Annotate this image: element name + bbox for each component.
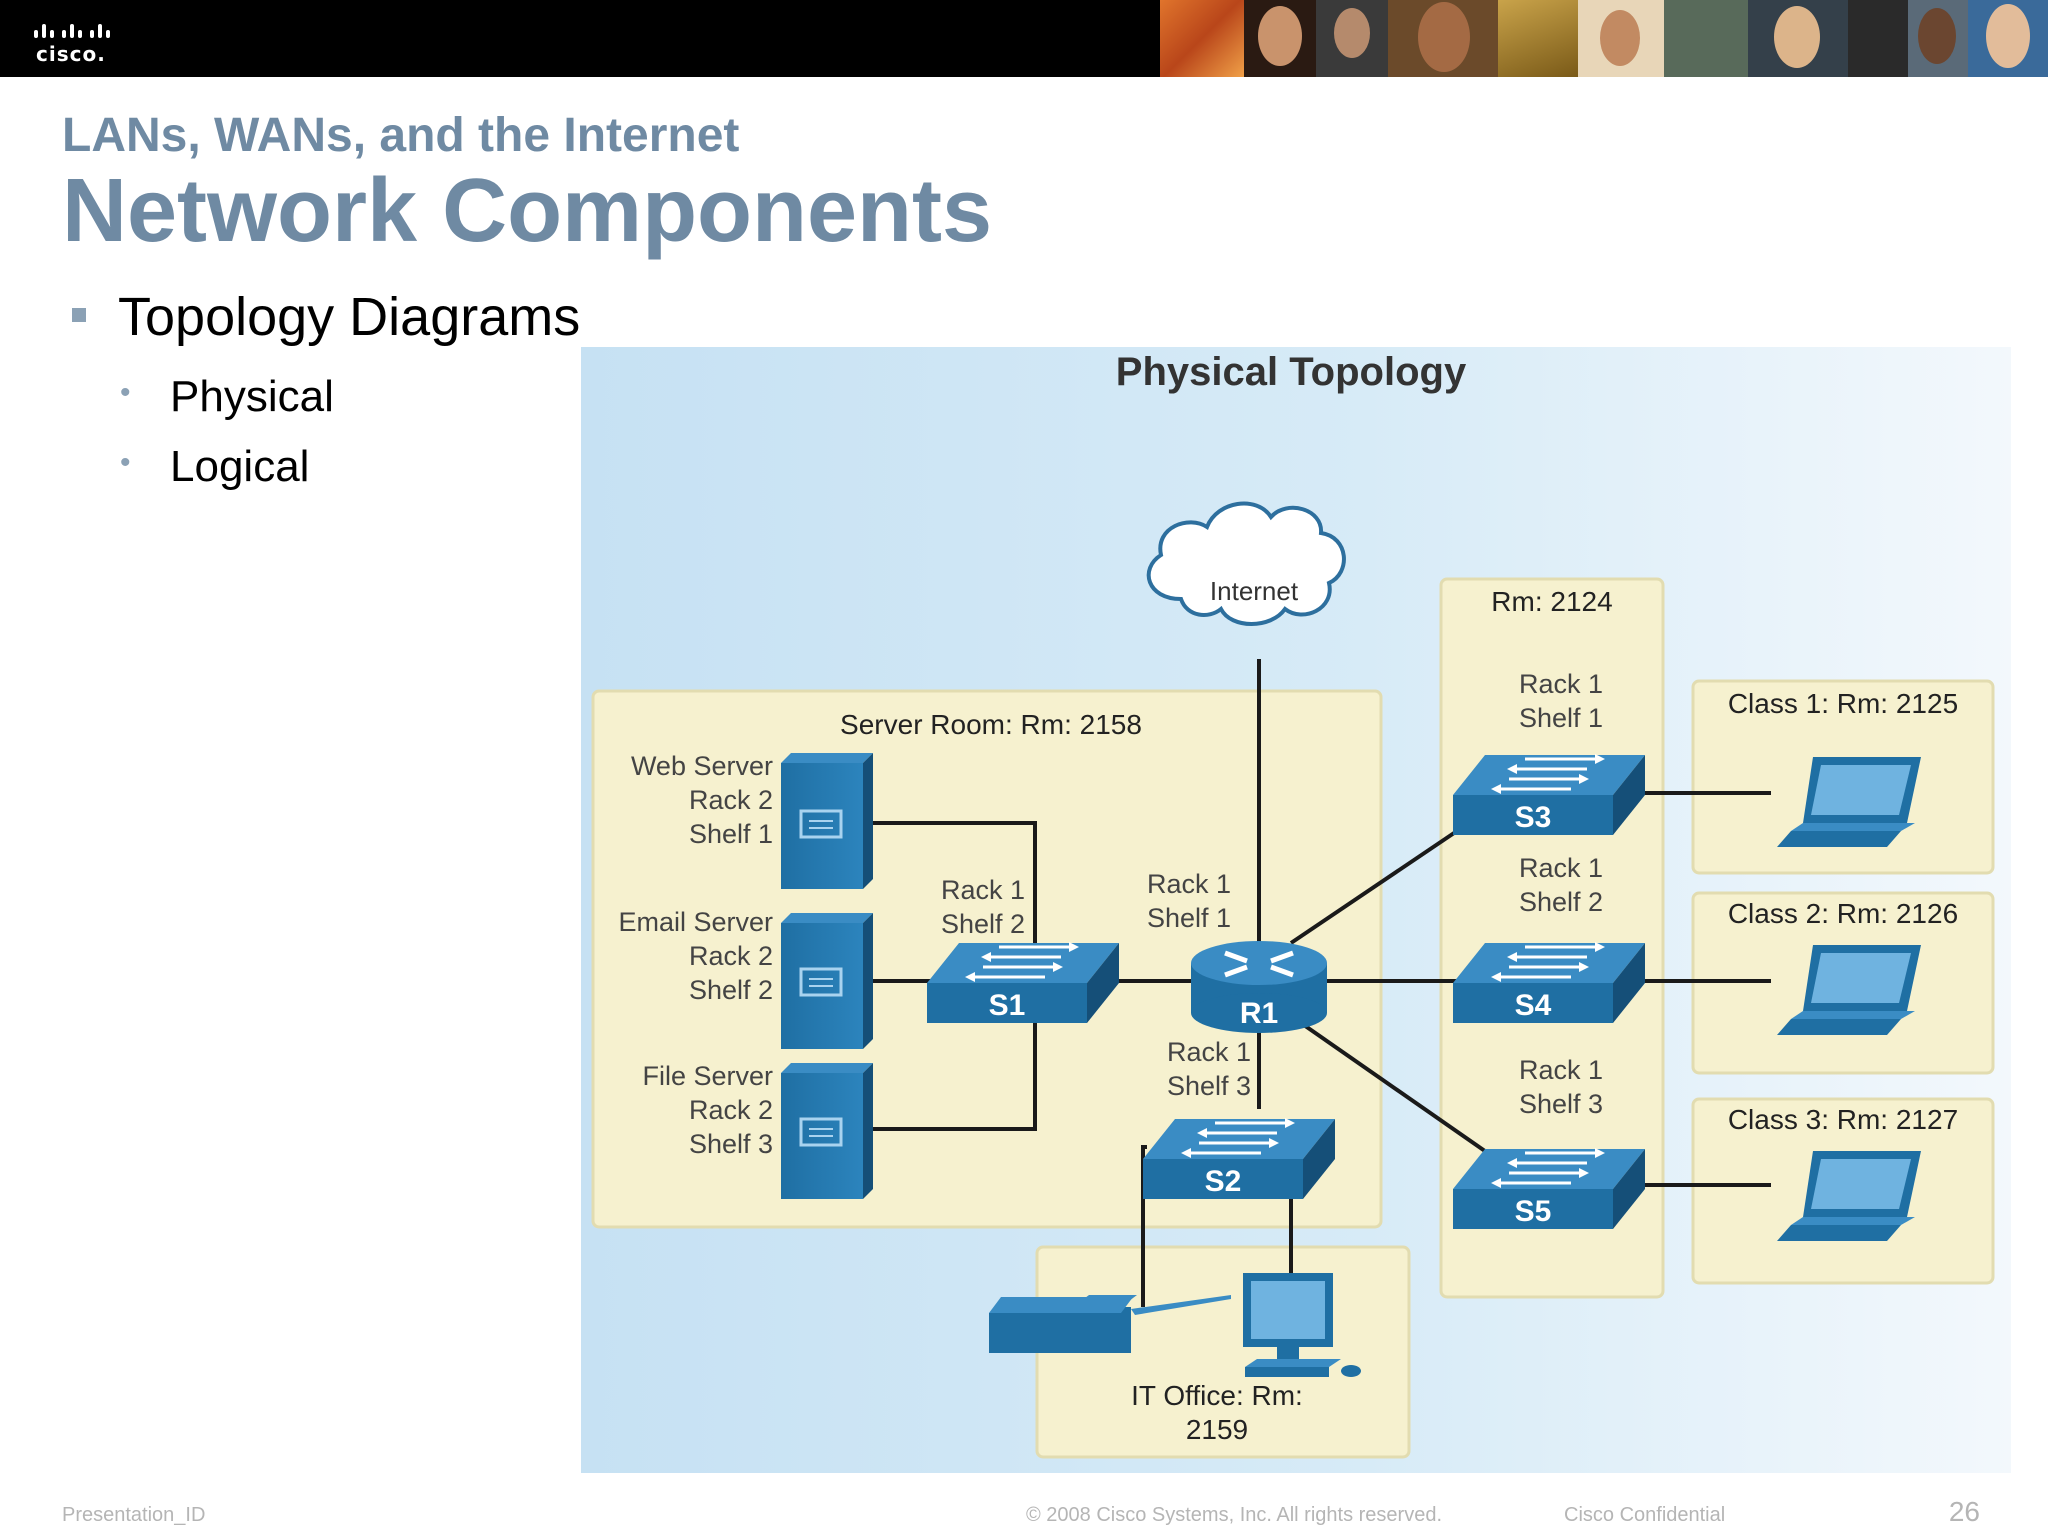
switch-s5-icon: S5: [1453, 1148, 1645, 1229]
laptop-class2-icon: [1777, 945, 1921, 1035]
switch-s3-icon: S3: [1453, 754, 1645, 835]
it-office-label-line1: IT Office: Rm:: [1131, 1380, 1303, 1411]
rm-2124-label: Rm: 2124: [1491, 586, 1612, 617]
s1-label: S1: [989, 989, 1026, 1022]
photo-tile: [1160, 0, 1244, 77]
desktop-computer-icon: [1243, 1273, 1361, 1377]
web-server-shelf: Shelf 1: [689, 819, 773, 849]
laptop-class1-icon: [1777, 757, 1921, 847]
switch-s4-icon: S4: [1453, 942, 1645, 1023]
s5-rack-label: Rack 1: [1519, 1055, 1603, 1085]
header-banner: cisco.: [0, 0, 2048, 77]
s4-shelf-label: Shelf 2: [1519, 887, 1603, 917]
email-server-rack: Rack 2: [689, 941, 773, 971]
photo-tile: [1908, 0, 1968, 77]
cloud-label: Internet: [1210, 576, 1299, 606]
physical-topology-diagram: Physical Topology Internet Server Room: …: [581, 347, 2011, 1473]
s2-shelf-label: Shelf 3: [1167, 1071, 1251, 1101]
photo-tile: [1664, 0, 1748, 77]
it-office-label-line2: 2159: [1186, 1414, 1248, 1445]
file-server-shelf: Shelf 3: [689, 1129, 773, 1159]
page-number: 26: [1948, 1496, 1980, 1527]
file-server-rack: Rack 2: [689, 1095, 773, 1125]
email-server-label: Email Server: [618, 907, 773, 937]
web-server-label: Web Server: [631, 751, 773, 781]
switch-s1-icon: S1: [927, 942, 1119, 1023]
web-server-icon: [781, 753, 873, 889]
photo-tile: [1244, 0, 1316, 77]
s4-rack-label: Rack 1: [1519, 853, 1603, 883]
diagram-title: Physical Topology: [1116, 350, 1467, 394]
class-2-label: Class 2: Rm: 2126: [1728, 898, 1958, 929]
email-server-shelf: Shelf 2: [689, 975, 773, 1005]
photo-tile: [1578, 0, 1664, 77]
switch-s2-icon: S2: [1143, 1118, 1335, 1199]
network-links: [873, 659, 1771, 1307]
laptop-class3-icon: [1777, 1151, 1921, 1241]
internet-cloud-icon: Internet: [1146, 501, 1346, 626]
sub-bullet-logical: Logical: [170, 442, 310, 491]
footer-confidential: Cisco Confidential: [1564, 1504, 1726, 1526]
bullet-dot-icon: •: [120, 446, 131, 479]
r1-label: R1: [1240, 997, 1278, 1030]
email-server-icon: [781, 913, 873, 1049]
server-room-label: Server Room: Rm: 2158: [840, 709, 1142, 740]
printer-icon: [989, 1295, 1231, 1353]
s1-rack-label: Rack 1: [941, 875, 1025, 905]
class-1-label: Class 1: Rm: 2125: [1728, 688, 1958, 719]
r1-shelf-label: Shelf 1: [1147, 903, 1231, 933]
slide-subtitle: LANs, WANs, and the Internet: [62, 109, 740, 162]
s3-rack-label: Rack 1: [1519, 669, 1603, 699]
s5-label: S5: [1515, 1195, 1552, 1228]
cisco-wordmark: cisco.: [36, 42, 106, 66]
s3-shelf-label: Shelf 1: [1519, 703, 1603, 733]
s2-rack-label: Rack 1: [1167, 1037, 1251, 1067]
s4-label: S4: [1515, 989, 1552, 1022]
s1-shelf-label: Shelf 2: [941, 909, 1025, 939]
s3-label: S3: [1515, 801, 1552, 834]
cisco-bridge-bars-icon: [28, 12, 128, 42]
web-server-rack: Rack 2: [689, 785, 773, 815]
cisco-logo: cisco.: [28, 12, 128, 68]
footer-presentation-id: Presentation_ID: [62, 1504, 206, 1526]
bullet-square-icon: [72, 308, 86, 322]
bullet-topology-diagrams: Topology Diagrams: [118, 287, 581, 347]
photo-tile: [1968, 0, 2048, 77]
slide-title: Network Components: [62, 161, 993, 261]
class-3-label: Class 3: Rm: 2127: [1728, 1104, 1958, 1135]
bullet-dot-icon: •: [120, 376, 131, 409]
photo-tile: [1316, 0, 1388, 77]
photo-tile: [1848, 0, 1908, 77]
r1-rack-label: Rack 1: [1147, 869, 1231, 899]
photo-tile: [1748, 0, 1848, 77]
file-server-label: File Server: [642, 1061, 773, 1091]
sub-bullet-physical: Physical: [170, 372, 334, 421]
footer-copyright: © 2008 Cisco Systems, Inc. All rights re…: [1026, 1504, 1443, 1526]
header-photo-strip: [1160, 0, 2048, 77]
file-server-icon: [781, 1063, 873, 1199]
photo-tile: [1388, 0, 1498, 77]
s2-label: S2: [1205, 1165, 1242, 1198]
s5-shelf-label: Shelf 3: [1519, 1089, 1603, 1119]
photo-tile: [1498, 0, 1578, 77]
router-r1-icon: R1: [1191, 941, 1327, 1033]
